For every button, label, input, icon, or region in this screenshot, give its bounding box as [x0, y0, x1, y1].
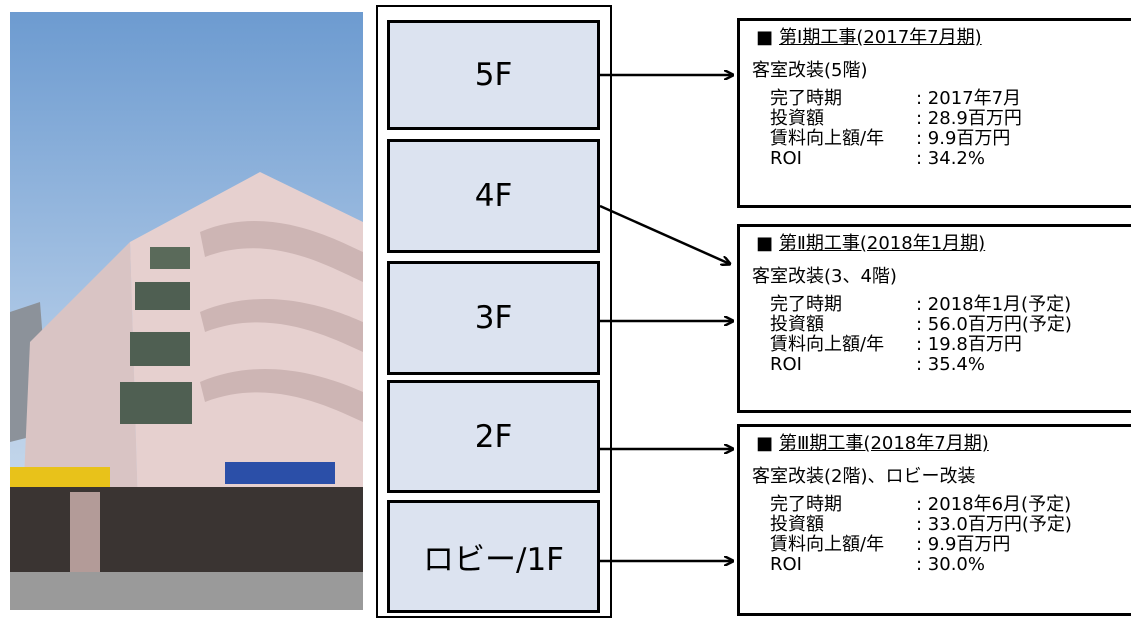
floor-box-3f: 3F: [387, 261, 600, 375]
bullet-square-icon: ■: [756, 233, 774, 254]
phase-2-row: 完了時期: 2018年1月(予定): [770, 294, 1072, 315]
phase-2-title: ■第Ⅱ期工事(2018年1月期): [756, 233, 986, 254]
phase-2-row: ROI: 35.4%: [770, 354, 985, 375]
phase-1-row: 賃料向上額/年: 9.9百万円: [770, 128, 1011, 149]
phase-1-row: ROI: 34.2%: [770, 148, 985, 169]
phase-3-row: 賃料向上額/年: 9.9百万円: [770, 534, 1011, 555]
floor-box-4f: 4F: [387, 139, 600, 253]
arrow-4f: [599, 204, 730, 264]
phase-1-row: 完了時期: 2017年7月: [770, 88, 1022, 109]
phase-2-row: 投資額: 56.0百万円(予定): [770, 314, 1072, 335]
phase-1-subtitle: 客室改装(5階): [752, 60, 868, 81]
phase-2-box: ■第Ⅱ期工事(2018年1月期) 客室改装(3、4階) 完了時期: 2018年1…: [737, 224, 1131, 413]
floor-box-2f: 2F: [387, 380, 600, 493]
phase-2-subtitle: 客室改装(3、4階): [752, 266, 897, 287]
floor-box-5f: 5F: [387, 20, 600, 130]
phase-3-box: ■第Ⅲ期工事(2018年7月期) 客室改装(2階)、ロビー改装 完了時期: 20…: [737, 424, 1131, 616]
bullet-square-icon: ■: [756, 433, 774, 454]
phase-2-row: 賃料向上額/年: 19.8百万円: [770, 334, 1022, 355]
phase-3-row: 投資額: 33.0百万円(予定): [770, 514, 1072, 535]
phase-1-title: ■第Ⅰ期工事(2017年7月期): [756, 27, 982, 48]
phase-3-row: 完了時期: 2018年6月(予定): [770, 494, 1072, 515]
bullet-square-icon: ■: [756, 27, 774, 48]
phase-3-title: ■第Ⅲ期工事(2018年7月期): [756, 433, 989, 454]
building-photo: [10, 12, 363, 610]
phase-3-row: ROI: 30.0%: [770, 554, 985, 575]
phase-1-box: ■第Ⅰ期工事(2017年7月期) 客室改装(5階) 完了時期: 2017年7月 …: [737, 18, 1131, 208]
phase-3-subtitle: 客室改装(2階)、ロビー改装: [752, 466, 976, 487]
phase-1-row: 投資額: 28.9百万円: [770, 108, 1022, 129]
floor-box-lobby-1f: ロビー/1F: [387, 500, 600, 613]
